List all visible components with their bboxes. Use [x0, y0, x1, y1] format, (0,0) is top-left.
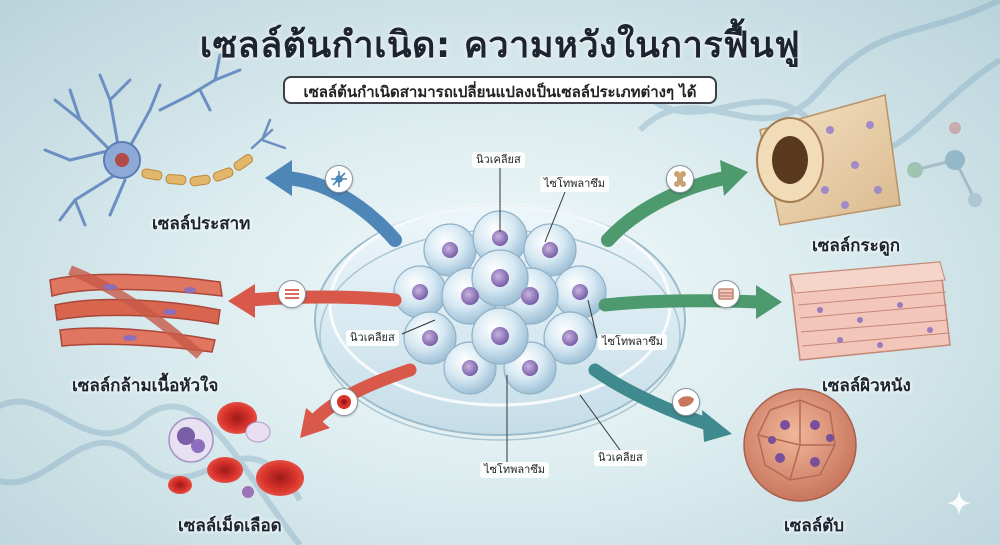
liver-cell-illustration	[743, 388, 857, 502]
label-nerve-cell: เซลล์ประสาท	[152, 214, 251, 234]
muscle-fiber-icon	[278, 280, 306, 308]
arrow-to-heart-muscle	[228, 284, 402, 318]
molecule-decoration	[907, 122, 982, 207]
label-heart-muscle-cell: เซลล์กล้ามเนื้อหัวใจ	[72, 376, 219, 396]
callout-cytoplasm-right: ไซโทพลาซึม	[598, 334, 668, 350]
bone-cell-illustration	[756, 94, 901, 226]
subtitle-banner: เซลล์ต้นกำเนิดสามารถเปลี่ยนแปลงเป็นเซลล์…	[283, 76, 717, 104]
nerve-cell-illustration	[43, 53, 287, 227]
callout-lines	[401, 166, 621, 462]
label-blood-cell: เซลล์เม็ดเลือด	[178, 516, 282, 536]
blood-cells-illustration	[168, 402, 304, 498]
sparkle-icon	[946, 490, 972, 516]
heart-muscle-illustration	[49, 265, 223, 359]
page-title: เซลล์ต้นกำเนิด: ความหวังในการฟื้นฟู	[199, 25, 801, 66]
callout-cytoplasm-top: ไซโทพลาซึม	[540, 176, 610, 192]
callout-nucleus-top: นิวเคลียส	[472, 152, 525, 168]
callout-nucleus-bottom: นิวเคลียส	[594, 450, 647, 466]
label-skin-cell: เซลล์ผิวหนัง	[822, 376, 911, 396]
bone-icon	[666, 165, 694, 193]
dna-background-left	[0, 398, 303, 545]
callout-nucleus-left: นิวเคลียส	[346, 330, 399, 346]
callout-cytoplasm-bottom: ไซโทพลาซึม	[480, 462, 550, 478]
liver-icon	[672, 388, 700, 416]
skin-cell-illustration	[789, 261, 951, 361]
label-liver-cell: เซลล์ตับ	[784, 516, 845, 536]
label-bone-cell: เซลล์กระดูก	[812, 236, 901, 256]
skin-layer-icon	[712, 280, 740, 308]
arrow-to-skin	[598, 285, 782, 319]
arrow-to-bone	[601, 160, 748, 247]
arrow-to-nerve	[265, 160, 402, 247]
arrow-to-blood	[300, 363, 417, 438]
stem-cell-cluster	[393, 210, 607, 395]
neuron-icon	[325, 165, 353, 193]
blood-cell-icon	[330, 388, 358, 416]
arrow-to-liver	[588, 363, 732, 442]
